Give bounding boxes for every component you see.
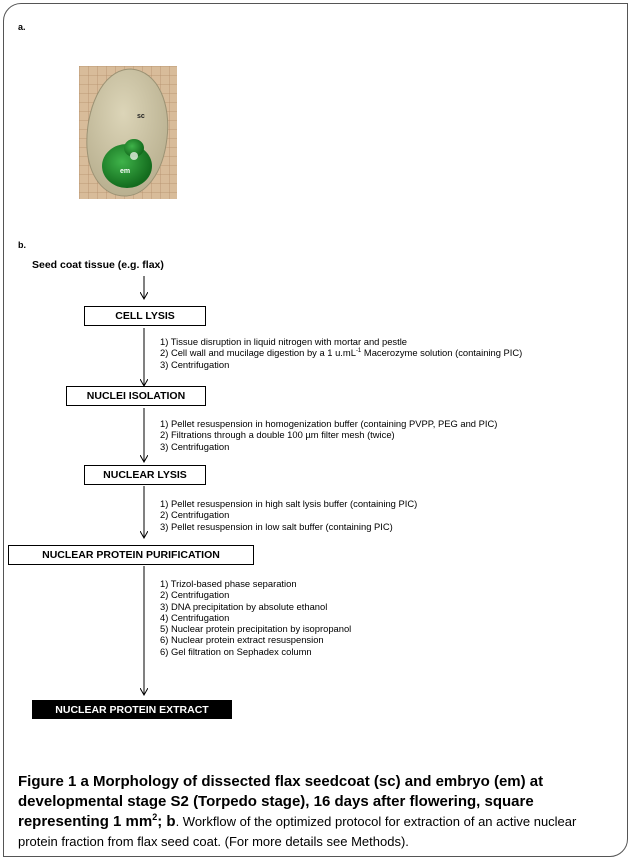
nuclei-isolation-substeps: 1) Pellet resuspension in homogenization… [160,418,497,452]
step-nuclei-isolation: NUCLEI ISOLATION [66,386,206,406]
substep: 3) Centrifugation [160,440,230,452]
step-purification-title: NUCLEAR PROTEIN PURIFICATION [42,549,220,561]
panel-b-label: b. [18,240,26,250]
step-cell-lysis: CELL LYSIS [84,306,206,326]
figure-caption: Figure 1 a Morphology of dissected flax … [18,772,614,852]
substep: 4) Centrifugation [160,611,230,623]
panel-a-label: a. [18,22,26,32]
step-cell-lysis-title: CELL LYSIS [115,310,175,322]
seed-photo-illustration: sc em [79,66,177,199]
substep: 2) Filtrations through a double 100 µm f… [160,429,395,441]
step-nuclei-isolation-title: NUCLEI ISOLATION [86,390,186,402]
substep: 2) Cell wall and mucilage digestion by a… [160,347,523,359]
figure-frame [3,3,628,857]
substep: 5) Nuclear protein precipitation by isop… [160,623,352,635]
caption-text: . Workflow of the optimized protocol for… [18,814,577,849]
substep: 1) Pellet resuspension in high salt lysi… [160,498,418,509]
substep: 6) Gel filtration on Sephadex column [160,645,312,657]
step-nuclear-lysis-title: NUCLEAR LYSIS [103,469,187,481]
substep: 3) Pellet resuspension in low salt buffe… [160,520,393,532]
caption-bold: Figure 1 a Morphology of dissected flax … [18,773,544,830]
substep: 3) DNA precipitation by absolute ethanol [160,600,328,612]
final-step-title: NUCLEAR PROTEIN EXTRACT [55,703,209,716]
cell-lysis-substeps: 1) Tissue disruption in liquid nitrogen … [160,336,522,370]
step-nuclear-protein-purification: NUCLEAR PROTEIN PURIFICATION [8,545,254,565]
substep: 1) Pellet resuspension in homogenization… [160,418,498,429]
substep: 1) Trizol-based phase separation [160,578,297,589]
substep: 6) Nuclear protein extract resuspension [160,634,324,646]
substep: 3) Centrifugation [160,358,230,370]
step-nuclear-lysis: NUCLEAR LYSIS [84,465,206,485]
em-label: em [120,168,130,175]
nuclear-lysis-substeps: 1) Pellet resuspension in high salt lysi… [160,498,417,532]
purification-substeps: 1) Trizol-based phase separation 2) Cent… [160,578,351,657]
substep: 2) Centrifugation [160,589,230,601]
substep: 1) Tissue disruption in liquid nitrogen … [160,336,408,347]
sc-label: sc [137,113,145,120]
substep: 2) Centrifugation [160,509,230,521]
final-step-box: NUCLEAR PROTEIN EXTRACT [32,700,232,719]
seed-photo: sc em [79,66,177,199]
start-label: Seed coat tissue (e.g. flax) [32,259,164,271]
